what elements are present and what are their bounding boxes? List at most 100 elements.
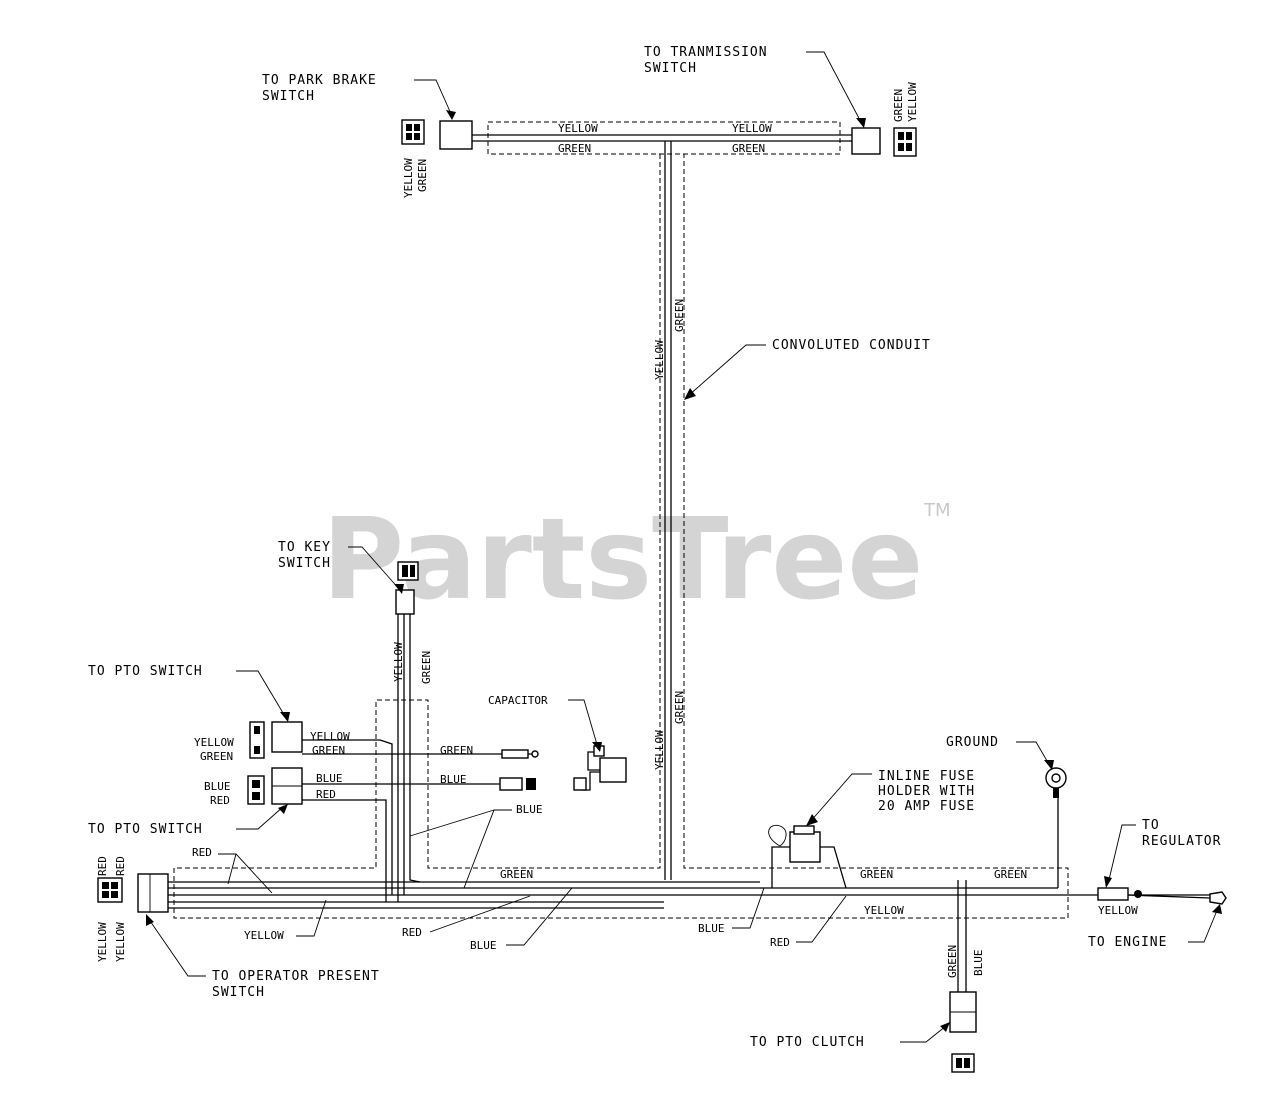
key-label-1: TO KEY <box>278 540 331 555</box>
middle-blue-label: BLUE <box>470 939 497 952</box>
regulator-yellow-label: YELLOW <box>1098 904 1138 917</box>
top-left-green-label: GREEN <box>558 142 591 155</box>
fuse-holder-icon <box>789 831 821 863</box>
operator-label-2: SWITCH <box>212 985 265 1000</box>
right-red-label: RED <box>770 936 790 949</box>
regulator-engine-branch: YELLOW <box>1097 887 1227 917</box>
upper-blue-leader-b <box>409 809 495 837</box>
pto-clutch-leader <box>900 1025 947 1043</box>
key-green-label: GREEN <box>420 651 433 684</box>
operator-present-plug-icon <box>97 877 123 903</box>
operator-yellow-label-1: YELLOW <box>96 922 109 962</box>
key-label-2: SWITCH <box>278 556 331 571</box>
pto-red-wire <box>302 799 387 902</box>
engine-ring-terminal <box>1209 891 1227 905</box>
top-right-green-label: GREEN <box>732 142 765 155</box>
capacitor-label: CAPACITOR <box>488 694 548 707</box>
upper-blue-label: BLUE <box>516 803 543 816</box>
vertical-trunk: YELLOW GREEN YELLOW GREEN <box>173 141 1069 919</box>
park-brake-green-label: GREEN <box>416 159 429 192</box>
watermark-trademark: TM <box>923 500 951 521</box>
trunk-green-label-upper: GREEN <box>673 299 686 332</box>
engine-label: TO ENGINE <box>1088 935 1167 950</box>
fuse-loop <box>768 824 787 847</box>
pto-bottom-plug-icon <box>247 775 265 805</box>
right-red-leader <box>796 895 847 943</box>
callouts: TO PARK BRAKE SWITCH TO TRANMISSION SWIT… <box>88 45 1222 1050</box>
capacitor-green-label: GREEN <box>440 744 473 757</box>
clutch-green-label: GREEN <box>946 945 959 978</box>
bottom-yellow-label: YELLOW <box>864 904 904 917</box>
fuse-label-3: 20 AMP FUSE <box>878 799 975 814</box>
park-brake-yellow-label: YELLOW <box>402 158 415 198</box>
top-harness: YELLOW YELLOW GREEN GREEN YELLOW GREEN G… <box>401 82 919 198</box>
engine-leader <box>1188 907 1219 943</box>
pto-top-plug-icon <box>249 721 265 759</box>
right-blue-leader <box>732 887 765 929</box>
bottom-green-label-2: GREEN <box>860 868 893 881</box>
pto-clutch-plug-icon <box>951 1053 975 1073</box>
fuse-wire-out <box>820 846 847 889</box>
operator-leader <box>147 917 206 977</box>
capacitor-icon <box>573 745 627 791</box>
pto-clutch-label: TO PTO CLUTCH <box>750 1035 865 1050</box>
top-left-yellow-label: YELLOW <box>558 122 598 135</box>
left-red-leader <box>218 853 273 894</box>
fuse-leader <box>809 773 872 823</box>
pto-clutch-branch: GREEN BLUE <box>946 880 985 1073</box>
key-yellow-label: YELLOW <box>392 642 405 682</box>
regulator-label-2: REGULATOR <box>1142 834 1221 849</box>
operator-label-1: TO OPERATOR PRESENT <box>212 969 380 984</box>
ground-leader <box>1016 741 1051 767</box>
transmission-label-2: SWITCH <box>644 61 697 76</box>
inline-fuse <box>768 824 847 889</box>
key-blue-wire <box>409 608 421 883</box>
middle-blue-leader <box>506 887 573 946</box>
pto-switch-top-leader <box>236 670 287 719</box>
park-brake-leader <box>414 79 453 117</box>
left-yellow-label: YELLOW <box>244 929 284 942</box>
pto-wire-red-label: RED <box>316 788 336 801</box>
key-switch-connector <box>395 589 415 615</box>
pto-wire-yellow-label: YELLOW <box>310 730 350 743</box>
transmission-yellow-label: YELLOW <box>906 82 919 122</box>
pto-wire-green-label: GREEN <box>312 744 345 757</box>
regulator-terminal <box>1134 890 1142 898</box>
pto-wire-blue-label: BLUE <box>316 772 343 785</box>
engine-wire <box>1127 894 1211 899</box>
pto-switch-bottom-leader <box>236 805 285 830</box>
ground-label: GROUND <box>946 735 999 750</box>
regulator-label-1: TO <box>1142 818 1160 833</box>
trunk-yellow-label-lower: YELLOW <box>653 730 666 770</box>
transmission-green-label: GREEN <box>892 89 905 122</box>
left-yellow-leader <box>296 899 327 937</box>
regulator-leader <box>1107 824 1136 885</box>
pto-switch-connector-top <box>271 721 303 753</box>
operator-red-label-2: RED <box>114 856 127 876</box>
green-wire-terminal <box>501 749 529 759</box>
bottom-harness: RED RED YELLOW YELLOW GREEN GREEN GREEN … <box>96 790 1210 962</box>
right-blue-label: BLUE <box>698 922 725 935</box>
main-conduit-outline <box>173 154 1069 919</box>
operator-present-connector <box>137 873 169 913</box>
bottom-green-label-3: GREEN <box>994 868 1027 881</box>
operator-yellow-label-2: YELLOW <box>114 922 127 962</box>
clutch-blue-label: BLUE <box>972 950 985 977</box>
pto-bottom-blue-label: BLUE <box>204 780 231 793</box>
pto-top-yellow-label: YELLOW <box>194 736 234 749</box>
capacitor-blue-label: BLUE <box>440 773 467 786</box>
top-conduit-outline <box>487 121 841 155</box>
park-brake-connector <box>439 120 473 150</box>
key-leader <box>348 546 401 591</box>
transmission-connector <box>851 127 881 155</box>
key-switch-plug-icon <box>397 561 419 581</box>
park-brake-label-2: SWITCH <box>262 89 315 104</box>
middle-red-leader <box>429 895 531 933</box>
left-red-label: RED <box>192 846 212 859</box>
fuse-label-1: INLINE FUSE <box>878 769 975 784</box>
pto-bottom-red-label: RED <box>210 794 230 807</box>
fuse-label-2: HOLDER WITH <box>878 784 975 799</box>
pto-top-green-label: GREEN <box>200 750 233 763</box>
middle-red-label: RED <box>402 926 422 939</box>
